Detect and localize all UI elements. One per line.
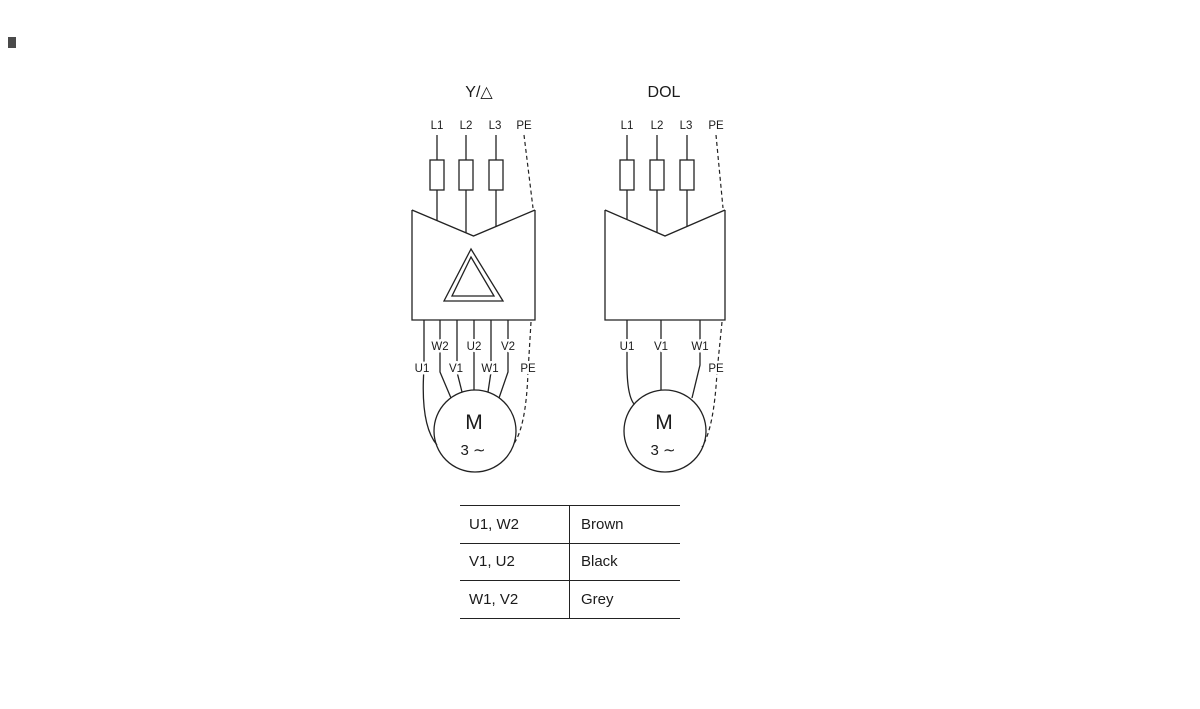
- starter-box: [604, 209, 726, 321]
- wire-color-table: U1, W2 Brown V1, U2 Black W1, V2 Grey: [460, 505, 680, 619]
- delta-symbol: [442, 247, 505, 302]
- motor-letter: M: [655, 411, 673, 434]
- motor-letter: M: [465, 411, 483, 434]
- fuse-l2: [649, 159, 665, 191]
- terminal-label-pe: PE: [708, 363, 724, 375]
- input-label-l1: L1: [621, 120, 634, 132]
- input-label-l3: L3: [680, 120, 693, 132]
- input-label-l2: L2: [460, 120, 473, 132]
- fuse-l1: [429, 159, 445, 191]
- page-artifact: [8, 37, 16, 48]
- fuse-l3: [679, 159, 695, 191]
- terminals-cell: W1, V2: [460, 581, 570, 618]
- pe-wire-top-dashed: [715, 134, 724, 209]
- starter-box: [411, 209, 536, 321]
- terminal-label-u2: U2: [467, 341, 482, 353]
- table-row: W1, V2 Grey: [460, 581, 680, 619]
- motor-wire-u1: [626, 320, 635, 405]
- motor-circle: [433, 389, 517, 473]
- delta-symbol-inner: [450, 255, 496, 297]
- dol-diagram: DOL L1 L2 L3 PE U1 V1 W1 PE: [604, 84, 726, 473]
- terminals-cell: V1, U2: [460, 543, 570, 580]
- terminal-label-u1: U1: [620, 341, 635, 353]
- terminal-label-v1: V1: [654, 341, 668, 353]
- motor-wire-v2: [498, 320, 509, 399]
- color-cell: Black: [581, 553, 618, 571]
- motor-wire-v1: [456, 320, 463, 393]
- terminals-cell: U1, W2: [460, 506, 570, 543]
- fuse-l2: [458, 159, 474, 191]
- motor-wire-w1: [691, 320, 701, 399]
- fuse-l3: [488, 159, 504, 191]
- table-row: U1, W2 Brown: [460, 506, 680, 544]
- fuse-l1: [619, 159, 635, 191]
- input-label-l1: L1: [431, 120, 444, 132]
- table-row: V1, U2 Black: [460, 543, 680, 581]
- terminal-label-v1: V1: [449, 363, 463, 375]
- input-label-l2: L2: [651, 120, 664, 132]
- terminal-label-pe: PE: [520, 363, 536, 375]
- star-delta-diagram: Y/△ L1 L2 L3 PE: [411, 84, 538, 473]
- pe-wire-bottom-dashed: [512, 321, 532, 446]
- motor-wire-u1: [422, 320, 438, 446]
- terminal-label-w1: W1: [691, 341, 708, 353]
- motor-phase-label: 3 ∼: [650, 442, 675, 459]
- terminal-label-u1: U1: [415, 363, 430, 375]
- input-label-l3: L3: [489, 120, 502, 132]
- motor-circle: [623, 389, 707, 473]
- terminal-label-v2: V2: [501, 341, 515, 353]
- pe-wire-top-dashed: [523, 134, 534, 209]
- motor-wire-w2: [439, 320, 452, 399]
- star-delta-title: Y/△: [465, 84, 493, 101]
- motor-phase-label: 3 ∼: [460, 442, 485, 459]
- input-label-pe: PE: [516, 120, 532, 132]
- motor-wire-w1: [487, 320, 492, 393]
- color-cell: Grey: [581, 590, 614, 608]
- dol-title: DOL: [648, 84, 681, 101]
- color-cell: Brown: [581, 515, 624, 533]
- terminal-label-w1: W1: [481, 363, 498, 375]
- input-label-pe: PE: [708, 120, 724, 132]
- terminal-label-w2: W2: [431, 341, 448, 353]
